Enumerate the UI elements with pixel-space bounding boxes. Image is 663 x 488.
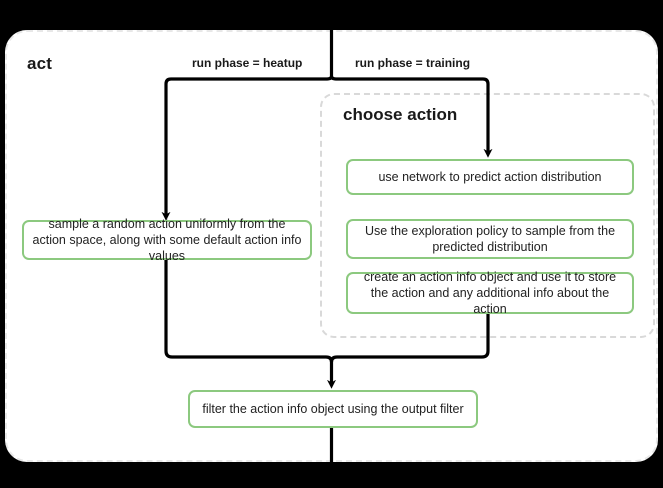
- node-label: use network to predict action distributi…: [378, 170, 602, 184]
- node-label: filter the action info object using the …: [202, 402, 464, 416]
- node-filter-action-info[interactable]: filter the action info object using the …: [188, 390, 478, 428]
- node-create-action-info[interactable]: create an action info object and use it …: [346, 270, 634, 316]
- act-group-title: act: [27, 54, 53, 73]
- node-label: sample a random action uniformly from th…: [32, 217, 302, 263]
- node-use-network-predict[interactable]: use network to predict action distributi…: [346, 159, 634, 195]
- node-label: Use the exploration policy to sample fro…: [364, 224, 616, 254]
- edge-label-heatup: run phase = heatup: [192, 56, 303, 70]
- node-sample-random-action[interactable]: sample a random action uniformly from th…: [22, 217, 312, 263]
- node-exploration-policy[interactable]: Use the exploration policy to sample fro…: [346, 219, 634, 259]
- choose-action-group-title: choose action: [343, 105, 458, 124]
- node-label: create an action info object and use it …: [363, 270, 617, 316]
- edge-label-training: run phase = training: [355, 56, 471, 70]
